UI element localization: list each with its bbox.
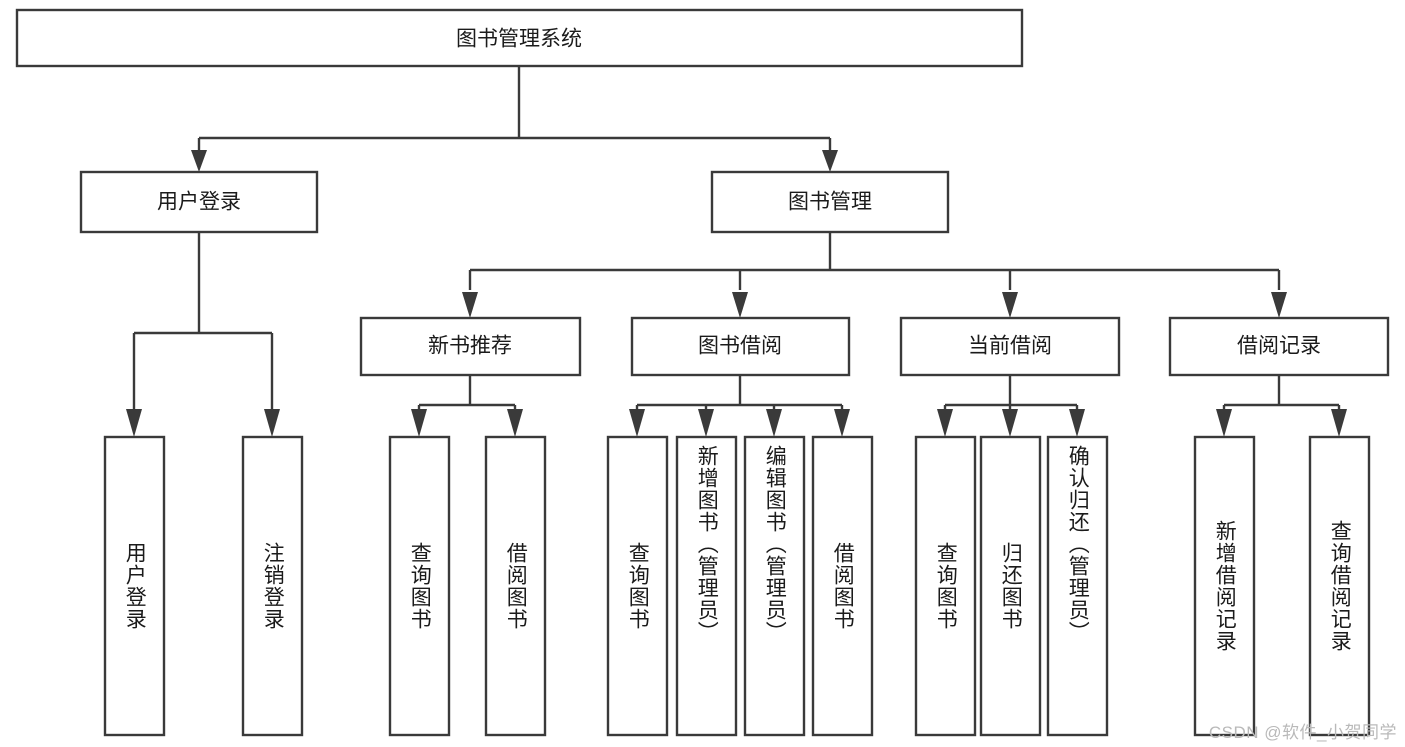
node-leaf-borrow-book-2[interactable] bbox=[811, 435, 874, 737]
node-leaf-query-book-3[interactable] bbox=[914, 435, 977, 737]
node-leaf-query-record[interactable] bbox=[1308, 435, 1371, 737]
node-current-borrow-label: 当前借阅 bbox=[968, 335, 1052, 358]
arrow-head-icon bbox=[834, 409, 850, 437]
node-borrow-record-label: 借阅记录 bbox=[1237, 335, 1321, 358]
node-leaf-query-book-2[interactable] bbox=[606, 435, 669, 737]
node-book-borrow-label: 图书借阅 bbox=[698, 335, 782, 358]
arrow-head-icon bbox=[1002, 292, 1018, 318]
node-leaf-borrow-book-1[interactable] bbox=[484, 435, 547, 737]
node-new-book-rec-label: 新书推荐 bbox=[428, 335, 512, 358]
arrow-head-icon bbox=[822, 150, 838, 172]
csdn-watermark: CSDN @软件_小贺同学 bbox=[1208, 723, 1397, 742]
node-user-login[interactable]: 用户登录 bbox=[79, 170, 319, 234]
node-leaf-return-book[interactable] bbox=[979, 435, 1042, 737]
arrow-head-icon bbox=[698, 409, 714, 437]
arrow-head-icon bbox=[264, 409, 280, 437]
node-leaf-add-record[interactable] bbox=[1193, 435, 1256, 737]
arrow-head-icon bbox=[191, 150, 207, 172]
connector-userlogin-to-leaves bbox=[126, 232, 280, 437]
node-leaf-add-book[interactable] bbox=[675, 435, 738, 737]
node-book-borrow[interactable]: 图书借阅 bbox=[630, 316, 851, 377]
connector-newbook-to-leaves bbox=[411, 375, 523, 437]
node-borrow-record[interactable]: 借阅记录 bbox=[1168, 316, 1390, 377]
arrow-head-icon bbox=[126, 409, 142, 437]
node-user-login-label: 用户登录 bbox=[157, 191, 241, 214]
node-new-book-rec[interactable]: 新书推荐 bbox=[359, 316, 582, 377]
connector-borrowrecord-to-leaves bbox=[1216, 375, 1347, 437]
arrow-head-icon bbox=[1271, 292, 1287, 318]
node-root[interactable]: 图书管理系统 bbox=[15, 8, 1024, 68]
arrow-head-icon bbox=[411, 409, 427, 437]
connector-bookborrow-to-leaves bbox=[629, 375, 850, 437]
node-current-borrow[interactable]: 当前借阅 bbox=[899, 316, 1121, 377]
connector-currentborrow-to-leaves bbox=[937, 375, 1085, 437]
node-root-label: 图书管理系统 bbox=[456, 28, 582, 51]
node-leaf-query-book-1[interactable] bbox=[388, 435, 451, 737]
node-leaf-edit-book[interactable] bbox=[743, 435, 806, 737]
arrow-head-icon bbox=[1216, 409, 1232, 437]
arrow-head-icon bbox=[462, 292, 478, 318]
arrow-head-icon bbox=[1002, 409, 1018, 437]
node-leaf-confirm-return[interactable] bbox=[1046, 435, 1109, 737]
node-leaf-user-login[interactable] bbox=[103, 435, 166, 737]
arrow-head-icon bbox=[507, 409, 523, 437]
arrow-head-icon bbox=[766, 409, 782, 437]
arrow-head-icon bbox=[629, 409, 645, 437]
arrow-head-icon bbox=[1331, 409, 1347, 437]
arrow-head-icon bbox=[937, 409, 953, 437]
arrow-head-icon bbox=[1069, 409, 1085, 437]
connector-root-to-level2 bbox=[191, 66, 838, 172]
node-book-manage[interactable]: 图书管理 bbox=[710, 170, 950, 234]
connector-bookmanage-to-level3 bbox=[462, 232, 1287, 318]
arrow-head-icon bbox=[732, 292, 748, 318]
node-book-manage-label: 图书管理 bbox=[788, 191, 872, 214]
node-leaf-logout-login[interactable] bbox=[241, 435, 304, 737]
